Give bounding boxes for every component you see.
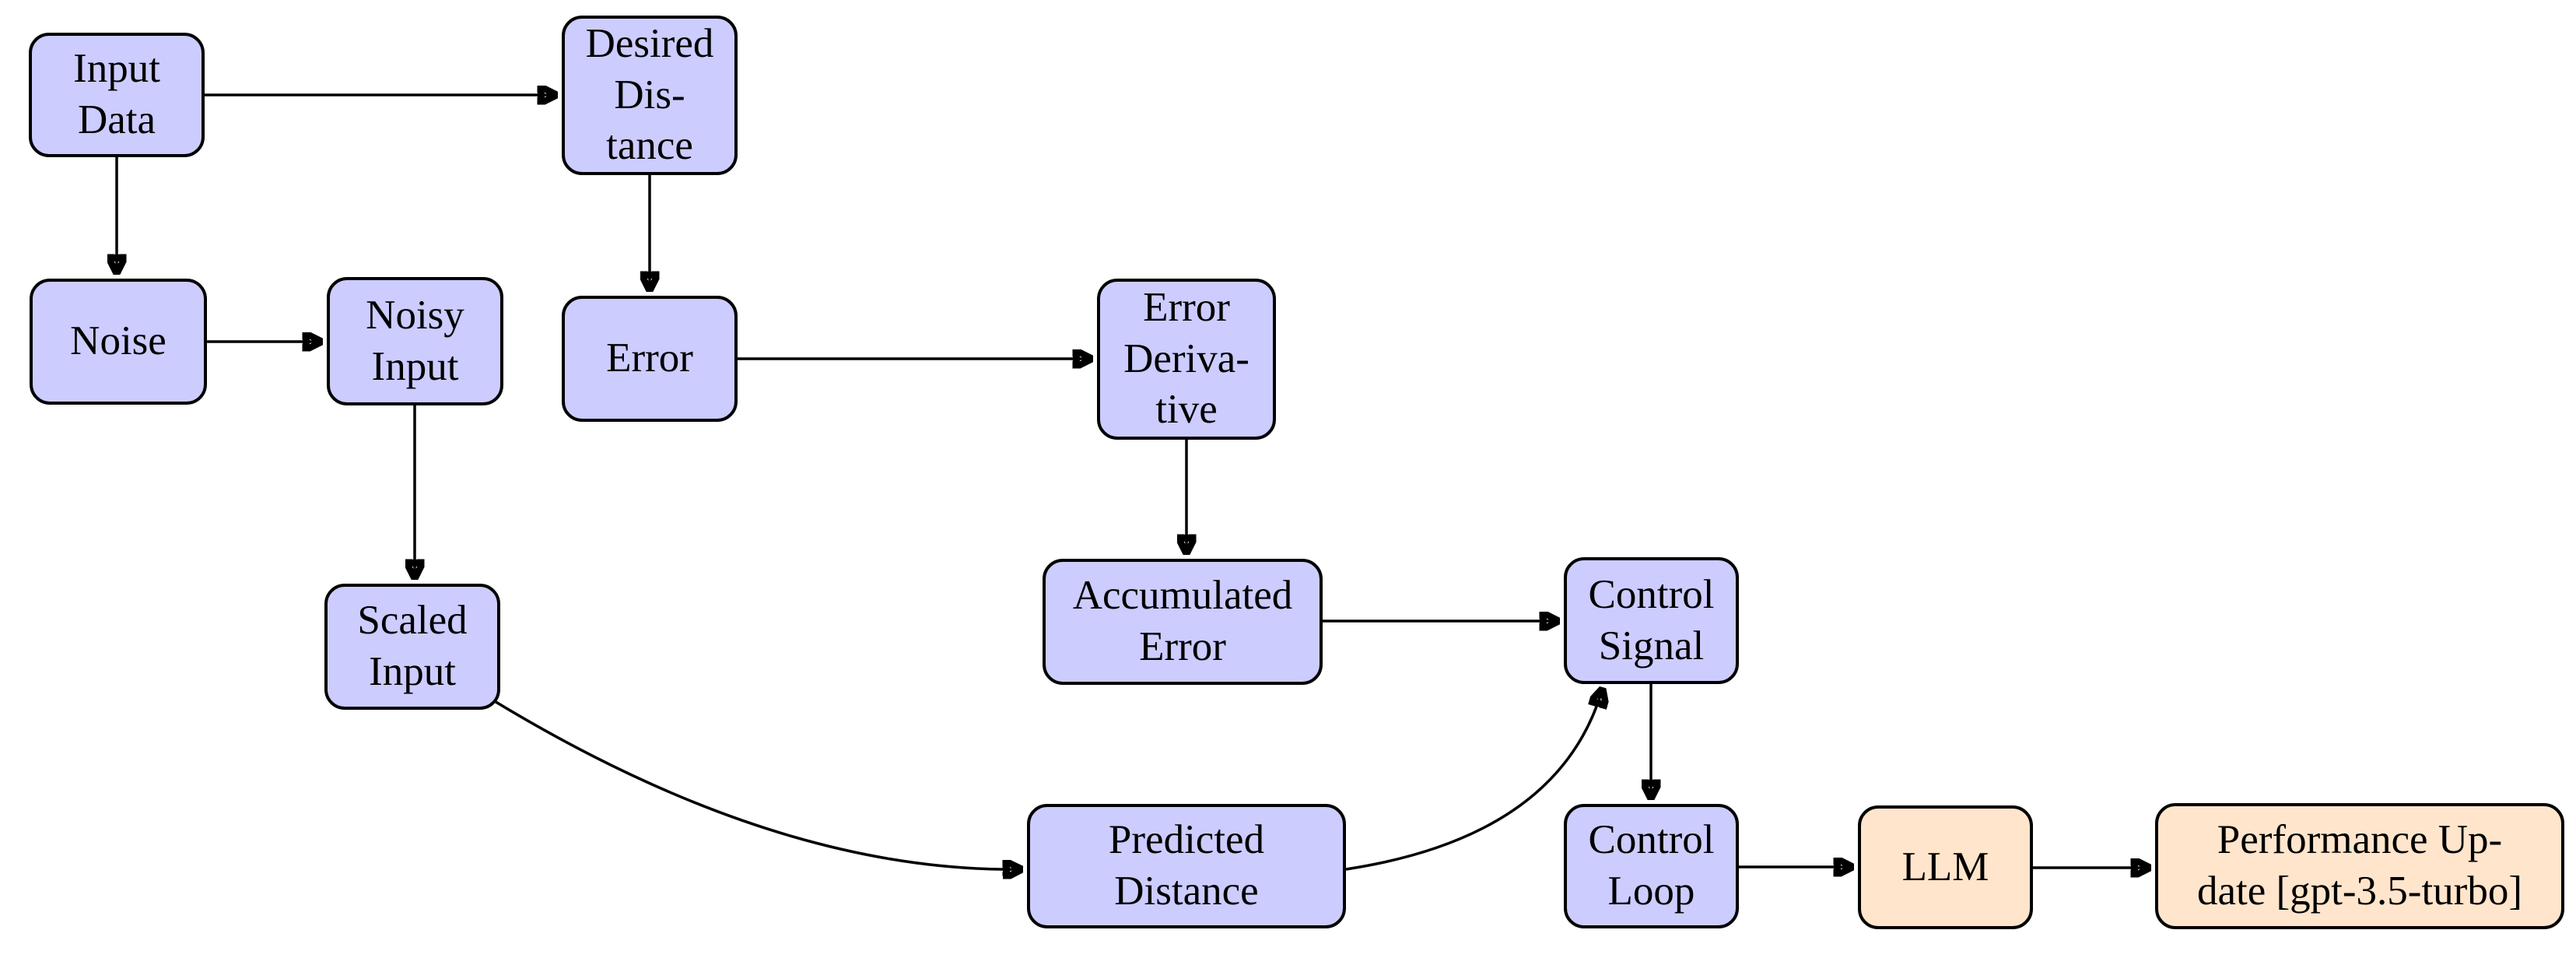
node-noisy-input: Noisy Input bbox=[327, 277, 503, 405]
arrow-scaled-input-to-predicted-distance bbox=[492, 699, 1022, 869]
node-error: Error bbox=[562, 296, 738, 422]
node-accumulated-error: Accumulated Error bbox=[1043, 559, 1323, 685]
node-predicted-distance: Predicted Distance bbox=[1027, 804, 1346, 928]
node-control-signal: Control Signal bbox=[1564, 557, 1739, 684]
node-performance-update: Performance Up- date [gpt-3.5-turbo] bbox=[2155, 803, 2564, 929]
node-input-data: Input Data bbox=[29, 33, 205, 157]
node-llm: LLM bbox=[1858, 805, 2033, 929]
node-desired-distance: Desired Dis- tance bbox=[562, 16, 738, 175]
node-error-derivative: Error Deriva- tive bbox=[1097, 279, 1276, 440]
node-control-loop: Control Loop bbox=[1564, 804, 1739, 928]
node-scaled-input: Scaled Input bbox=[324, 584, 500, 710]
node-noise: Noise bbox=[30, 279, 207, 405]
